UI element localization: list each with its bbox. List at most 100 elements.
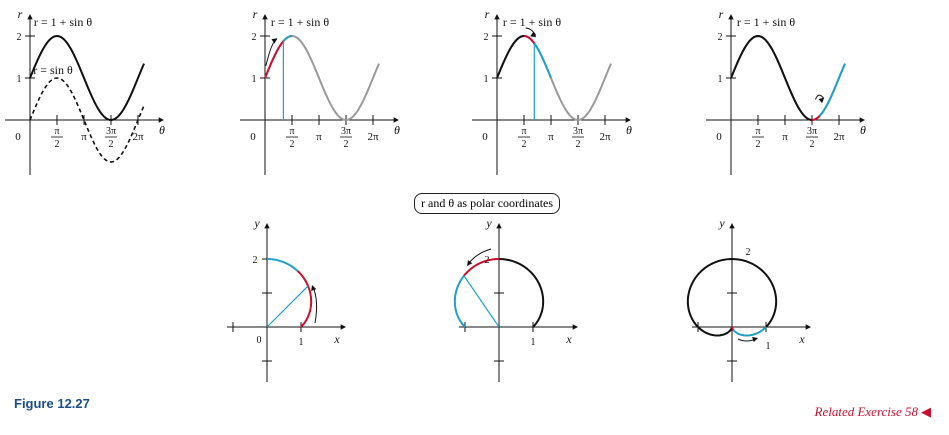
motion-arrow-icon	[818, 97, 825, 104]
radius-segment	[266, 285, 309, 328]
x-axis-arrow-icon	[572, 324, 578, 330]
y-axis-arrow-icon	[264, 223, 270, 229]
x-axis-arrow-icon	[340, 324, 346, 330]
r-axis-label: r	[253, 7, 258, 21]
r-tick-label: 1	[252, 74, 257, 85]
r-tick-label: 2	[484, 32, 489, 43]
r-axis-arrow-icon	[494, 14, 500, 20]
curve-sin-dashed	[29, 77, 145, 163]
label-2: 2	[253, 255, 258, 266]
r-axis-label: r	[719, 7, 724, 21]
y-axis-label: y	[718, 216, 725, 230]
curve-label: r = 1 + sin θ	[34, 15, 93, 29]
theta-tick-label-den: 2	[756, 139, 761, 150]
curve-red-segment	[264, 40, 285, 79]
theta-tick-label: π	[548, 131, 554, 143]
motion-arrow	[814, 94, 825, 100]
theta-axis-arrow-icon	[859, 117, 865, 123]
triangle-marker-icon: ◀	[921, 404, 931, 419]
theta-tick-label: 0	[716, 131, 722, 143]
curve-one-plus-sin	[29, 35, 145, 121]
theta-tick-label-num: π	[289, 126, 294, 137]
motion-arrow-icon	[467, 260, 473, 266]
x-axis-label: x	[565, 332, 572, 346]
figure-caption: Figure 12.27	[14, 396, 90, 411]
theta-tick-label-num: π	[755, 126, 760, 137]
motion-arrow-icon	[311, 285, 317, 291]
theta-tick-label: 2π	[833, 131, 845, 143]
theta-tick-label: 3π2	[105, 126, 117, 150]
theta-tick-label: 0	[250, 131, 256, 143]
theta-tick-label: π2	[286, 126, 298, 150]
theta-tick-label-den: 2	[810, 139, 815, 150]
label-2: 2	[746, 247, 751, 258]
x-axis-arrow-icon	[805, 324, 811, 330]
theta-tick-label: 0	[15, 131, 21, 143]
r-tick-label: 2	[252, 32, 257, 43]
r-axis-label: r	[485, 7, 490, 21]
theta-tick-label-num: 3π	[106, 126, 116, 137]
label-1: 1	[531, 337, 536, 348]
curve-blue-segment	[282, 35, 292, 42]
radius-segment	[463, 275, 500, 328]
theta-tick-label: π2	[518, 126, 530, 150]
polar-black-arc	[498, 258, 545, 328]
r-axis-label: r	[18, 7, 23, 21]
curve-label: r = 1 + sin θ	[271, 15, 330, 29]
curve-label: r = 1 + sin θ	[503, 15, 562, 29]
label-1: 1	[766, 341, 771, 352]
theta-tick-label: 2π	[599, 131, 611, 143]
polar-panel-3: y x 2 1	[686, 216, 811, 382]
motion-arrow	[525, 27, 537, 36]
theta-tick-label: 0	[482, 131, 488, 143]
x-axis-label: x	[333, 332, 340, 346]
polar-black-arc	[686, 258, 778, 337]
curve-label: r = 1 + sin θ	[737, 15, 796, 29]
theta-tick-label-num: π	[54, 126, 59, 137]
theta-tick-label: 2π	[367, 131, 379, 143]
theta-tick-label-den: 2	[522, 139, 527, 150]
motion-arrow-icon	[530, 31, 537, 38]
curve-blue-segment	[818, 63, 846, 117]
motion-arrow-icon	[752, 336, 758, 343]
curve-black-segment	[496, 35, 525, 79]
curve2-label: r = sin θ	[33, 63, 73, 77]
theta-tick-label-den: 2	[290, 139, 295, 150]
polar-blue-arc	[267, 258, 299, 272]
theta-tick-label-num: π	[521, 126, 526, 137]
related-exercise: Related Exercise 58◀	[814, 404, 931, 419]
theta-tick-label-num: 3π	[341, 126, 351, 137]
y-axis-label: y	[253, 216, 260, 230]
y-axis-arrow-icon	[496, 223, 502, 229]
curve-red-segment	[812, 115, 821, 121]
x-axis-label: x	[798, 332, 805, 346]
theta-axis-label: θ	[159, 123, 165, 137]
theta-tick-label: 3π2	[806, 126, 818, 150]
label-1: 1	[299, 337, 304, 348]
curve-blue-segment	[533, 42, 552, 79]
theta-tick-label-den: 2	[55, 139, 60, 150]
r-tick-label: 1	[484, 74, 489, 85]
theta-tick-label: 3π2	[340, 126, 352, 150]
motion-arrow-icon	[271, 38, 278, 44]
curve-black-segment	[730, 34, 813, 121]
polar-red-arc	[463, 258, 499, 277]
r-axis-arrow-icon	[728, 14, 734, 20]
motion-arrow	[468, 248, 492, 264]
r-tick-label: 2	[17, 32, 22, 43]
r-tick-label: 1	[718, 74, 723, 85]
curve-one-plus-sin-gray	[730, 35, 846, 121]
r-tick-label: 2	[718, 32, 723, 43]
y-axis-label: y	[485, 216, 492, 230]
theta-axis-arrow-icon	[158, 117, 164, 123]
motion-arrow	[312, 286, 318, 324]
theta-tick-label: π	[316, 131, 322, 143]
theta-tick-label: π2	[51, 126, 63, 150]
theta-tick-label-num: 3π	[807, 126, 817, 137]
theta-tick-label-den: 2	[576, 139, 581, 150]
